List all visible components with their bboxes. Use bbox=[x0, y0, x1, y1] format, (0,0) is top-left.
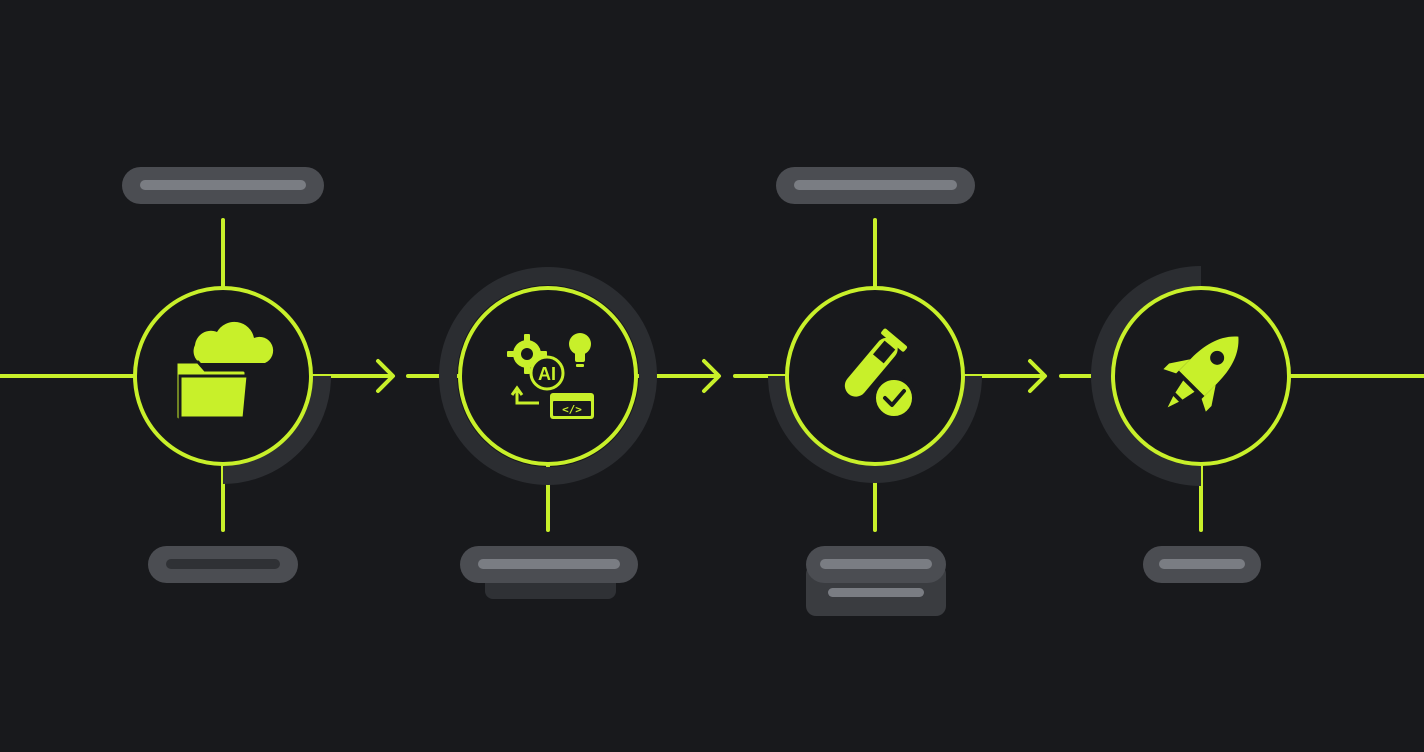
gear-icon bbox=[507, 334, 547, 374]
ai-badge-text: AI bbox=[538, 364, 556, 384]
refresh-arrow-icon bbox=[515, 391, 539, 405]
step-4-bottom-pill-line bbox=[1159, 559, 1245, 569]
step-3-bottom-pill-line-1 bbox=[820, 559, 932, 569]
code-window-icon: </> bbox=[550, 393, 594, 419]
step-3-top-label bbox=[776, 167, 975, 204]
connectors bbox=[0, 218, 1424, 532]
step-4-bottom-label bbox=[1143, 546, 1261, 583]
step-1-node bbox=[122, 167, 331, 583]
step-1-halo bbox=[222, 375, 331, 484]
lightbulb-icon bbox=[569, 333, 591, 367]
step-3-bottom-pill-line-2 bbox=[828, 588, 924, 597]
step-2-node: AI </> bbox=[439, 267, 657, 599]
arrowhead-3-4 bbox=[1028, 359, 1047, 393]
cloud-folder-icon bbox=[174, 321, 274, 422]
arrowhead-2-3 bbox=[702, 359, 721, 393]
step-3-top-pill-line bbox=[794, 180, 957, 190]
test-tube-check-icon bbox=[844, 328, 916, 420]
step-1-top-pill-line bbox=[140, 180, 306, 190]
step-3-node bbox=[768, 167, 982, 616]
ai-gear-code-icon: AI </> bbox=[507, 333, 594, 419]
step-1-top-label bbox=[122, 167, 324, 204]
step-1-bottom-pill-line bbox=[166, 559, 280, 569]
step-2-bottom-pill-line bbox=[478, 559, 620, 569]
step-4-halo bbox=[1091, 266, 1202, 486]
step-2-bottom-label bbox=[460, 546, 638, 599]
step-3-bottom-label bbox=[806, 546, 946, 616]
step-1-bottom-label bbox=[148, 546, 298, 583]
step-2-halo bbox=[439, 267, 657, 485]
rocket-icon bbox=[1163, 336, 1239, 412]
step-4-node bbox=[1091, 266, 1291, 583]
svg-text:</>: </> bbox=[562, 403, 582, 416]
arrowhead-1-2 bbox=[376, 359, 395, 393]
step-3-halo bbox=[768, 375, 982, 484]
checkmark-icon bbox=[883, 389, 906, 407]
